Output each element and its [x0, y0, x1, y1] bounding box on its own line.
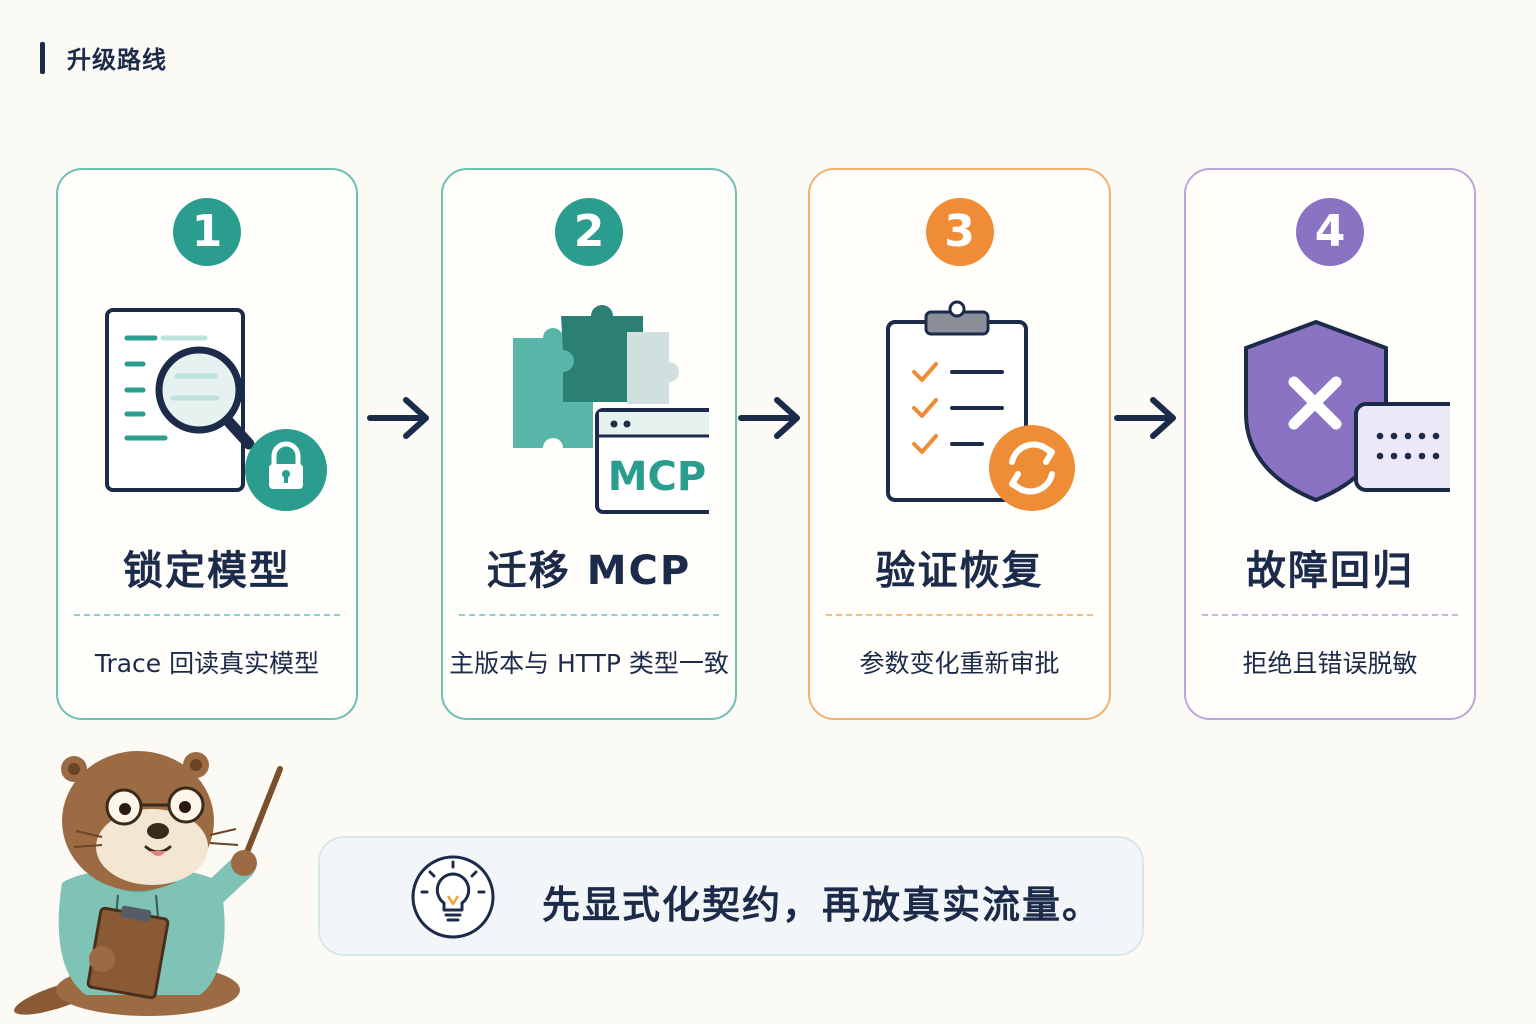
- step-number-badge: 4: [1296, 198, 1364, 266]
- step-card-1: 1 锁定模型 Trace 回读真实模型: [56, 168, 358, 720]
- lightbulb-icon: [411, 855, 495, 939]
- step-number-badge: 2: [555, 198, 623, 266]
- step-title: 锁定模型: [123, 548, 291, 594]
- step-description: 拒绝且错误脱敏: [1242, 649, 1418, 678]
- mcp-label: MCP: [608, 454, 706, 500]
- step-card-2: 2 MCP 迁移 MCP 主版本与 HTTP 类型一致: [441, 168, 737, 720]
- document-magnifier-lock-icon: [105, 308, 327, 511]
- page-title: 升级路线: [67, 46, 167, 74]
- step-number-badge: 1: [173, 198, 241, 266]
- step-number-badge: 3: [925, 198, 994, 266]
- step-title: 迁移 MCP: [486, 548, 692, 594]
- puzzle-mcp-window-icon: MCP: [513, 305, 709, 514]
- step-title: 验证恢复: [875, 548, 1044, 594]
- step-divider: [826, 614, 1093, 616]
- shield-x-password-icon: [1244, 319, 1450, 503]
- page-header: 升级路线: [40, 40, 167, 75]
- step-card-4: 4 故障回归 拒绝且错误脱敏: [1184, 168, 1476, 720]
- step-divider: [74, 614, 340, 616]
- step-title: 故障回归: [1246, 548, 1414, 594]
- step-divider: [459, 614, 719, 616]
- arrow-right-icon: [367, 397, 429, 439]
- arrow-right-icon: [1114, 397, 1176, 439]
- otter-mascot-illustration: [14, 751, 283, 1016]
- step-card-3: 3 验证恢复 参数变化重新审批: [808, 168, 1111, 720]
- header-accent-bar: [40, 41, 45, 74]
- clipboard-checklist-refresh-icon: [885, 300, 1075, 511]
- step-description: 参数变化重新审批: [859, 649, 1060, 678]
- tip-text: 先显式化契约，再放真实流量。: [542, 883, 1103, 927]
- tip-banner: 先显式化契约，再放真实流量。: [318, 836, 1144, 956]
- step-description: 主版本与 HTTP 类型一致: [449, 649, 729, 678]
- step-description: Trace 回读真实模型: [94, 649, 320, 678]
- step-divider: [1202, 614, 1458, 616]
- arrow-right-icon: [738, 397, 800, 439]
